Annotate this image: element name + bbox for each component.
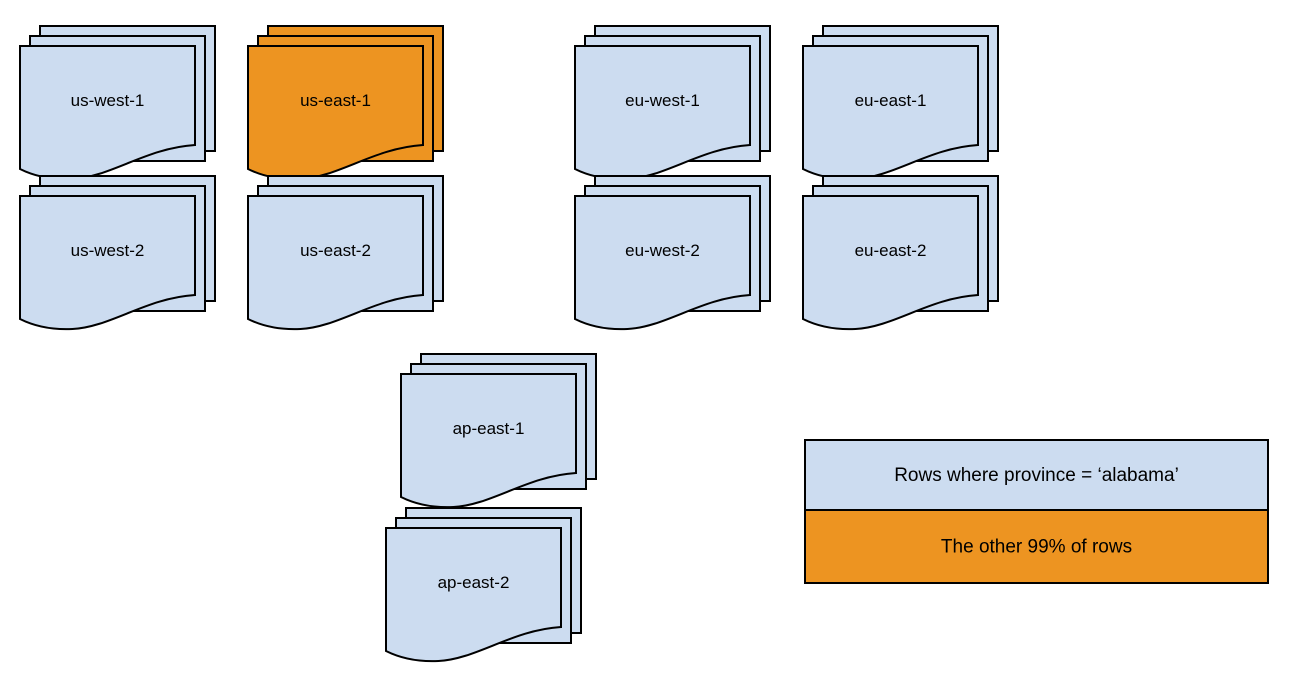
card-stack-ap-east-2[interactable]: ap-east-2 — [385, 507, 582, 663]
stacks-layer: us-west-1 us-east-1 eu-west-1 eu-east-1 us-w… — [19, 25, 999, 663]
legend-row-legend-orange: The other 99% of rows — [804, 509, 1269, 584]
card-front-face — [385, 527, 562, 663]
card-stack-eu-east-1[interactable]: eu-east-1 — [802, 25, 999, 181]
legend-swatch — [804, 439, 1269, 511]
card-stack-us-east-1[interactable]: us-east-1 — [247, 25, 444, 181]
card-stack-label: ap-east-2 — [438, 573, 510, 592]
card-stack-label: us-east-1 — [300, 91, 371, 110]
card-front-face — [802, 195, 979, 331]
card-front-face — [574, 195, 751, 331]
card-stack-us-east-2[interactable]: us-east-2 — [247, 175, 444, 331]
card-front-face — [400, 373, 577, 509]
card-stack-label: us-east-2 — [300, 241, 371, 260]
card-front-face — [19, 195, 196, 331]
card-stack-ap-east-1[interactable]: ap-east-1 — [400, 353, 597, 509]
legend-label: Rows where province = ‘alabama’ — [894, 465, 1179, 486]
card-stack-us-west-1[interactable]: us-west-1 — [19, 25, 216, 181]
card-front-face — [247, 195, 424, 331]
legend-row-legend-blue: Rows where province = ‘alabama’ — [804, 439, 1269, 511]
card-stack-label: us-west-2 — [71, 241, 145, 260]
legend-label: The other 99% of rows — [941, 537, 1132, 558]
card-stack-eu-west-1[interactable]: eu-west-1 — [574, 25, 771, 181]
card-stack-label: eu-east-2 — [855, 241, 927, 260]
legend-swatch — [804, 509, 1269, 584]
card-stack-eu-west-2[interactable]: eu-west-2 — [574, 175, 771, 331]
card-stack-label: ap-east-1 — [453, 419, 525, 438]
card-stack-us-west-2[interactable]: us-west-2 — [19, 175, 216, 331]
legend-layer: Rows where province = ‘alabama’ The other… — [804, 439, 1269, 584]
card-stack-label: eu-west-2 — [625, 241, 700, 260]
card-stack-label: eu-west-1 — [625, 91, 700, 110]
card-stack-eu-east-2[interactable]: eu-east-2 — [802, 175, 999, 331]
card-stack-label: eu-east-1 — [855, 91, 927, 110]
card-stack-label: us-west-1 — [71, 91, 145, 110]
